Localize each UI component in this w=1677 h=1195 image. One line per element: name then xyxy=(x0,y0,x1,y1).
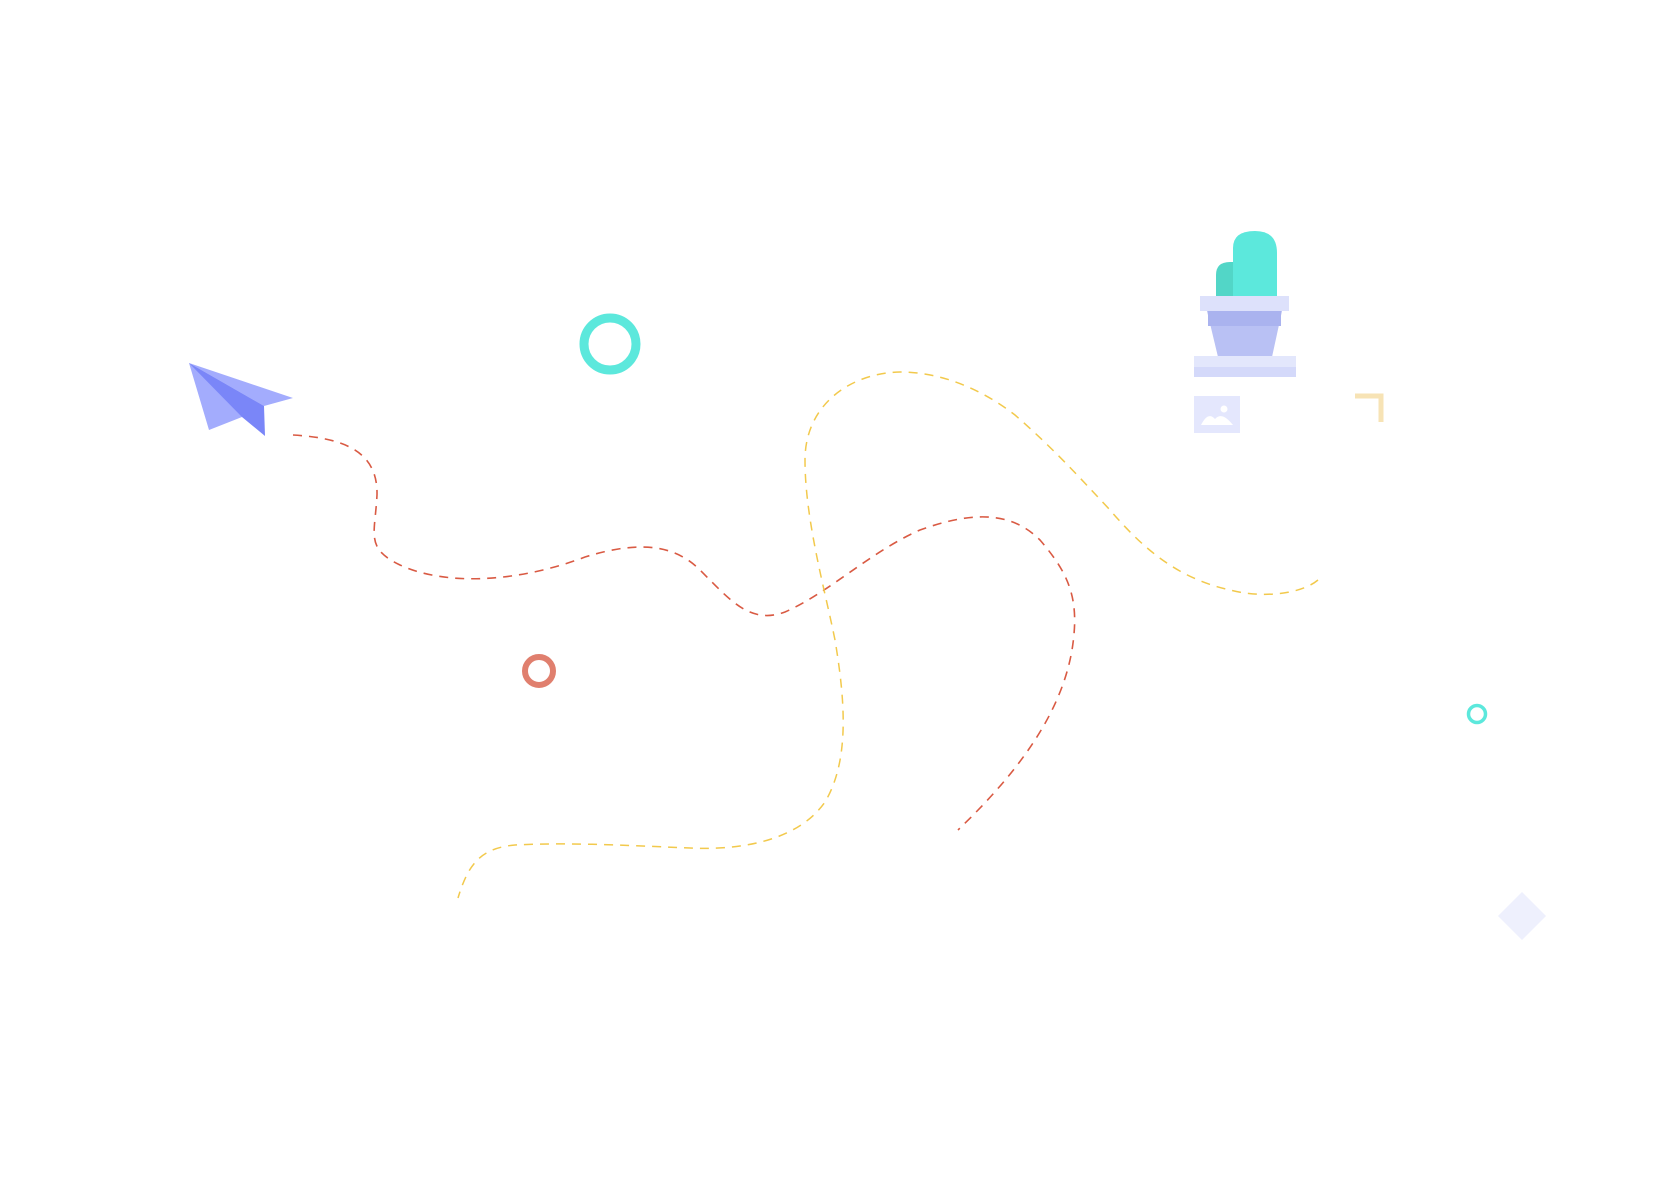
plane-trail-path xyxy=(292,434,1076,831)
cactus-trunk xyxy=(1233,231,1277,298)
teal-ring-icon xyxy=(579,313,641,375)
shelf-bottom xyxy=(1194,367,1296,377)
winding-path xyxy=(457,371,1319,899)
picture-mountains xyxy=(1201,416,1233,425)
paper-plane-icon xyxy=(189,363,293,436)
pot-band xyxy=(1208,311,1281,326)
picture-frame-border xyxy=(1194,396,1240,433)
pot-rim xyxy=(1200,296,1289,311)
picture-frame-icon xyxy=(1194,396,1240,433)
small-teal-ring-icon xyxy=(1466,703,1488,725)
plane-wing-right xyxy=(189,363,293,406)
corner-bracket-icon xyxy=(1355,393,1384,422)
picture-sun xyxy=(1220,405,1228,413)
shelf xyxy=(1194,356,1296,377)
diamond-icon xyxy=(1497,891,1547,941)
coral-ring-icon xyxy=(522,654,556,688)
cactus-small-arm xyxy=(1216,262,1236,298)
plane-fold xyxy=(189,363,265,436)
cactus-icon xyxy=(1200,231,1289,357)
shelf-top xyxy=(1194,356,1296,367)
